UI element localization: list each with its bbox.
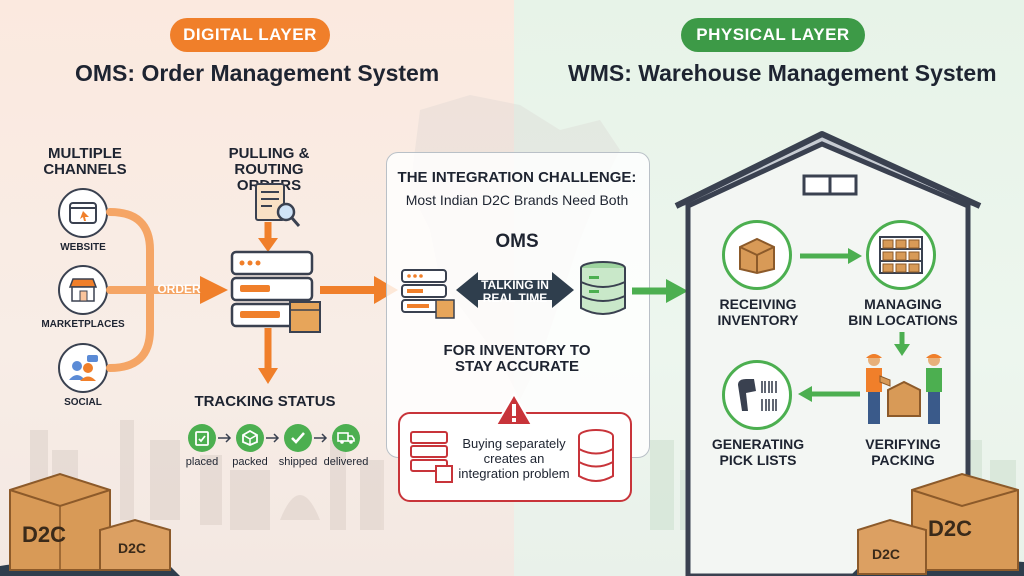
d2c-boxes-left [0,472,180,576]
tracking-heading: TRACKING STATUS [194,393,336,410]
receiving-label: RECEIVING INVENTORY [717,296,799,328]
packed-status-icon [236,424,264,452]
placed-label: placed [185,456,219,468]
wms-step-arrows [798,248,910,402]
d2c-box-label-left-small: D2C [118,540,147,556]
d2c-box-label-right-small: D2C [872,546,901,562]
oms-title: OMS: Order Management System [75,60,440,86]
delivered-label: delivered [323,456,369,468]
inventory-accurate-text: FOR INVENTORY TO STAY ACCURATE [443,342,591,375]
status-arrows [218,433,328,443]
social-label: SOCIAL [64,397,102,408]
oms-center-label: OMS [495,231,539,252]
marketplaces-label: MARKETPLACES [41,319,125,330]
integration-subheading: Most Indian D2C Brands Need Both [405,192,629,208]
digital-layer-badge: DIGITAL LAYER [170,18,330,52]
website-label: WEBSITE [60,242,106,253]
workers-icon [866,354,942,424]
warning-text: Buying separately creates an integration… [458,436,570,481]
d2c-boxes-right [850,472,1024,576]
shipped-status-icon [284,424,312,452]
website-channel [58,188,108,238]
receiving-step [722,220,792,290]
center-to-wms-arrow [632,279,688,303]
shelves-icon [879,236,923,274]
pick-lists-step [722,360,792,430]
marketplaces-channel [58,265,108,315]
real-time-sync-diagram [401,261,626,319]
d2c-box-label-left-large: D2C [22,522,67,547]
bin-locations-label: MANAGING BIN LOCATIONS [848,296,958,328]
packed-label: packed [232,456,268,468]
integration-heading: THE INTEGRATION CHALLENGE: [397,169,637,186]
bin-locations-step [866,220,936,290]
separate-database-icon [578,429,614,482]
browser-icon [69,202,97,224]
wms-title: WMS: Warehouse Management System [568,60,997,86]
oms-server-icon [230,250,321,333]
pick-lists-label: GENERATING PICK LISTS [711,436,805,468]
order-label: ORDER [157,282,201,296]
placed-status-icon [188,424,216,452]
barcode-scanner-icon [738,379,777,411]
warning-icon [494,392,534,426]
verifying-packing-label: VERIFYING PACKING [865,436,941,468]
storefront-icon [68,278,98,302]
shipped-label: shipped [278,456,318,468]
separate-server-icon [410,431,453,483]
delivered-status-icon [332,424,360,452]
order-flow-arrows [106,208,398,384]
people-chat-icon [69,355,98,381]
talking-real-time-label: TALKING IN REAL TIME [481,278,549,305]
physical-layer-badge: PHYSICAL LAYER [681,18,865,52]
d2c-box-label-right-large: D2C [928,516,973,541]
channels-heading: MULTIPLE CHANNELS [43,145,127,178]
order-document-icon [255,183,301,227]
box-icon [739,237,775,275]
